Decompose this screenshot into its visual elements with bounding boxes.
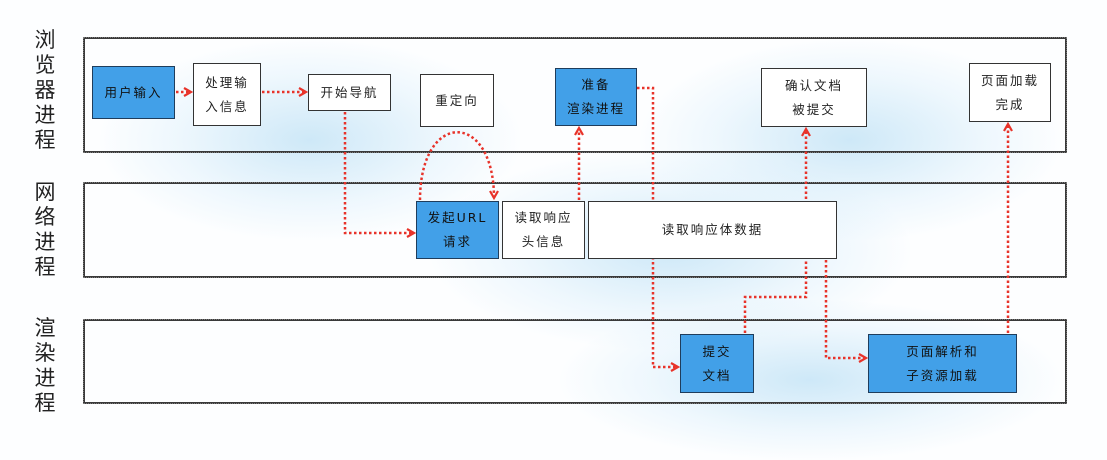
- box-read-body: 读取响应体数据: [588, 201, 837, 259]
- lane-label-renderer: 渲染进程: [34, 316, 56, 415]
- lane-renderer-process: [83, 319, 1067, 404]
- box-url-request: 发起URL 请求: [416, 201, 499, 259]
- lane-label-network: 网络进程: [34, 180, 56, 279]
- box-parse-and-load: 页面解析和 子资源加载: [868, 334, 1017, 393]
- box-redirect: 重定向: [420, 74, 494, 127]
- box-confirm-commit: 确认文档 被提交: [761, 68, 867, 127]
- box-page-load-complete: 页面加载 完成: [969, 63, 1051, 122]
- lane-label-browser: 浏览器进程: [34, 28, 56, 152]
- lane-network-process: [83, 182, 1067, 278]
- lane-browser-process: [83, 37, 1067, 153]
- box-commit-document: 提交 文档: [680, 334, 754, 393]
- box-read-headers: 读取响应 头信息: [502, 201, 585, 259]
- box-process-input: 处理输 入信息: [193, 63, 261, 126]
- box-start-navigation: 开始导航: [308, 74, 391, 111]
- box-prepare-renderer: 准备 渲染进程: [555, 68, 637, 126]
- box-user-input: 用户输入: [92, 66, 175, 119]
